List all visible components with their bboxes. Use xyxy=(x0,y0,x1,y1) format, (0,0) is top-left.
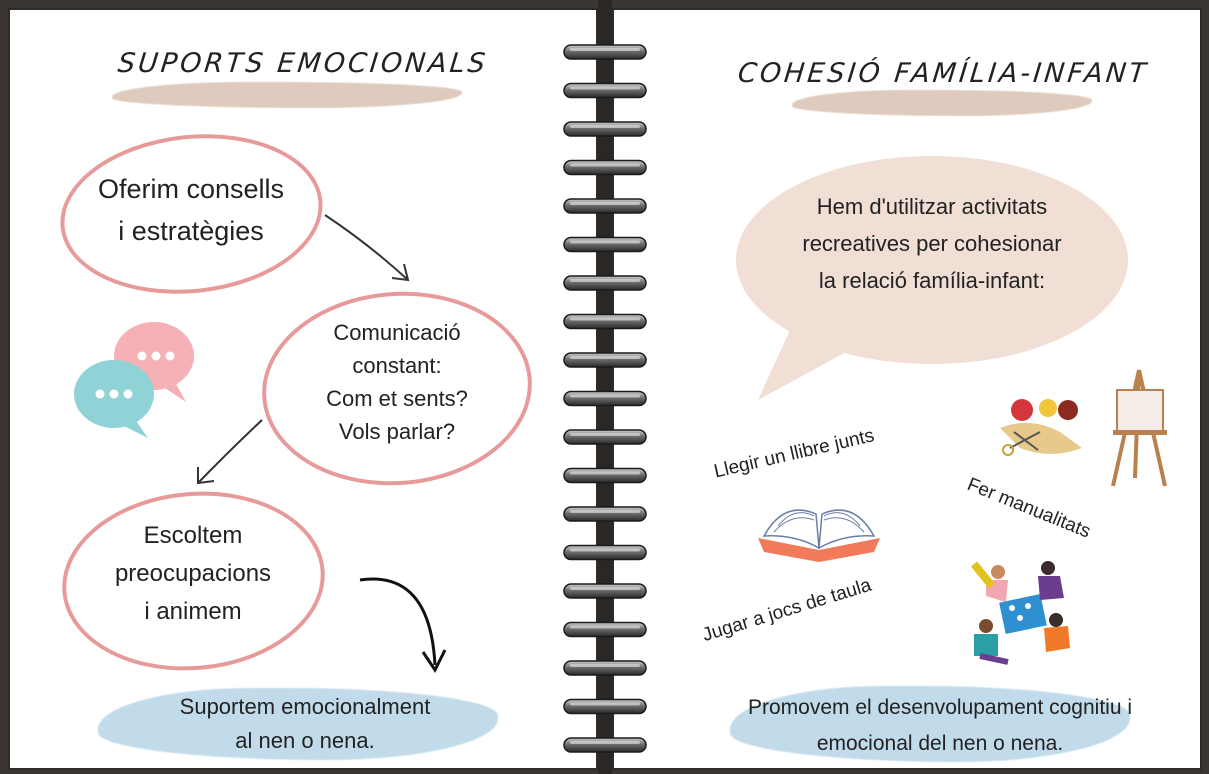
step2-line2: constant: xyxy=(352,353,442,378)
right-result-line2: emocional del nen o nena. xyxy=(816,732,1064,755)
left-result-line1: Suportem emocionalment xyxy=(179,694,431,719)
bubble-line3: la relació família-infant: xyxy=(818,268,1046,293)
step2-line4: Vols parlar? xyxy=(338,419,456,444)
right-page xyxy=(612,8,1202,770)
speech-bubble-shape xyxy=(736,156,1128,400)
step2-line1: Comunicació xyxy=(333,320,461,345)
bubble-text: Hem d'utilitzar activitats recreatives p… xyxy=(740,188,1124,299)
right-title: COHESIÓ FAMÍLIA-INFANT xyxy=(736,58,1151,89)
notebook-spine xyxy=(598,0,612,774)
step2-text: Comunicació constant: Com et sents? Vols… xyxy=(262,316,532,448)
board-game-people-icon xyxy=(970,561,1070,665)
step1-text: Oferim consells i estratègies xyxy=(60,168,322,252)
title-brush-left xyxy=(112,82,462,108)
bubble-line1: Hem d'utilitzar activitats xyxy=(816,194,1048,219)
arrow-step1-to-step2 xyxy=(324,214,410,282)
right-result-line1: Promovem el desenvolupament cognitiu i xyxy=(747,696,1133,719)
step3-line1: Escoltem xyxy=(143,522,243,549)
easel-icon xyxy=(1111,369,1167,487)
open-book-icon xyxy=(758,509,880,562)
step3-line3: i animem xyxy=(144,598,242,625)
result-brush-right xyxy=(730,686,1130,762)
arrow-step3-to-result xyxy=(359,577,447,673)
left-result-text: Suportem emocionalment al nen o nena. xyxy=(110,690,500,758)
spiral-binding-icon xyxy=(563,44,647,753)
bubble-line2: recreatives per cohesionar xyxy=(802,231,1062,256)
step3-text: Escoltem preocupacions i animem xyxy=(62,517,324,631)
left-title: SUPORTS EMOCIONALS xyxy=(116,48,490,79)
result-brush-left xyxy=(98,688,498,760)
right-result-text: Promovem el desenvolupament cognitiu i e… xyxy=(680,690,1200,762)
arrow-step2-to-step3 xyxy=(197,419,263,485)
step1-line2: i estratègies xyxy=(118,216,264,246)
left-result-line2: al nen o nena. xyxy=(235,728,375,753)
sewing-kit-icon xyxy=(1000,399,1082,456)
title-brush-right xyxy=(792,90,1092,116)
step2-line3: Com et sents? xyxy=(326,386,468,411)
chat-bubbles-icon xyxy=(74,322,194,438)
step1-line1: Oferim consells xyxy=(97,174,285,204)
step3-line2: preocupacions xyxy=(114,560,272,587)
